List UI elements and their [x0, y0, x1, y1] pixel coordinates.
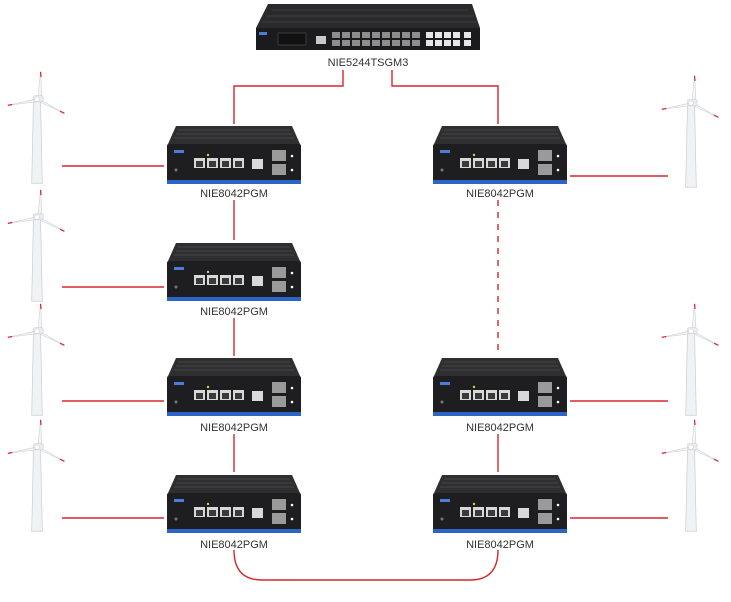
core-switch: NIE5244TSGM3: [256, 4, 480, 69]
ring-switch: NIE8042PGM: [166, 474, 302, 551]
link-ring-bottom: [233, 549, 499, 581]
wind-turbine-icon: [661, 303, 720, 416]
switch-label: NIE8042PGM: [466, 188, 534, 200]
industrial-switch-icon: [166, 242, 302, 302]
switch-label: NIE8042PGM: [200, 422, 268, 434]
wind-turbine-icon: [661, 75, 720, 188]
ring-switch: NIE8042PGM: [432, 357, 568, 434]
ring-switch: NIE8042PGM: [432, 125, 568, 200]
industrial-switch-icon: [432, 357, 568, 417]
switch-label: NIE8042PGM: [466, 539, 534, 551]
wind-turbine-icon: [7, 419, 66, 532]
switch-label: NIE8042PGM: [466, 422, 534, 434]
rj45-ports: [426, 32, 471, 46]
wind-turbine-icon: [661, 419, 720, 532]
link-core-to-right-top: [391, 70, 499, 124]
sfp-ports: [332, 32, 420, 46]
switch-label: NIE8042PGM: [200, 539, 268, 551]
rack-switch-icon: [256, 4, 480, 50]
switch-label: NIE8042PGM: [200, 306, 268, 318]
ring-switch: NIE8042PGM: [166, 357, 302, 434]
ring-switch: NIE8042PGM: [432, 474, 568, 551]
wind-turbine-icon: [7, 189, 66, 302]
core-switch-label: NIE5244TSGM3: [328, 57, 409, 69]
industrial-switch-icon: [432, 474, 568, 534]
ring-switch: NIE8042PGM: [166, 242, 302, 318]
link-core-to-left-top: [233, 70, 344, 124]
industrial-switch-icon: [166, 125, 302, 185]
links: [62, 70, 668, 581]
ring-switch: NIE8042PGM: [166, 125, 302, 200]
industrial-switch-icon: [432, 125, 568, 185]
switch-label: NIE8042PGM: [200, 188, 268, 200]
industrial-switch-icon: [166, 474, 302, 534]
wind-turbine-icon: [7, 71, 66, 184]
wind-turbine-icon: [7, 303, 66, 416]
industrial-switch-icon: [166, 357, 302, 417]
